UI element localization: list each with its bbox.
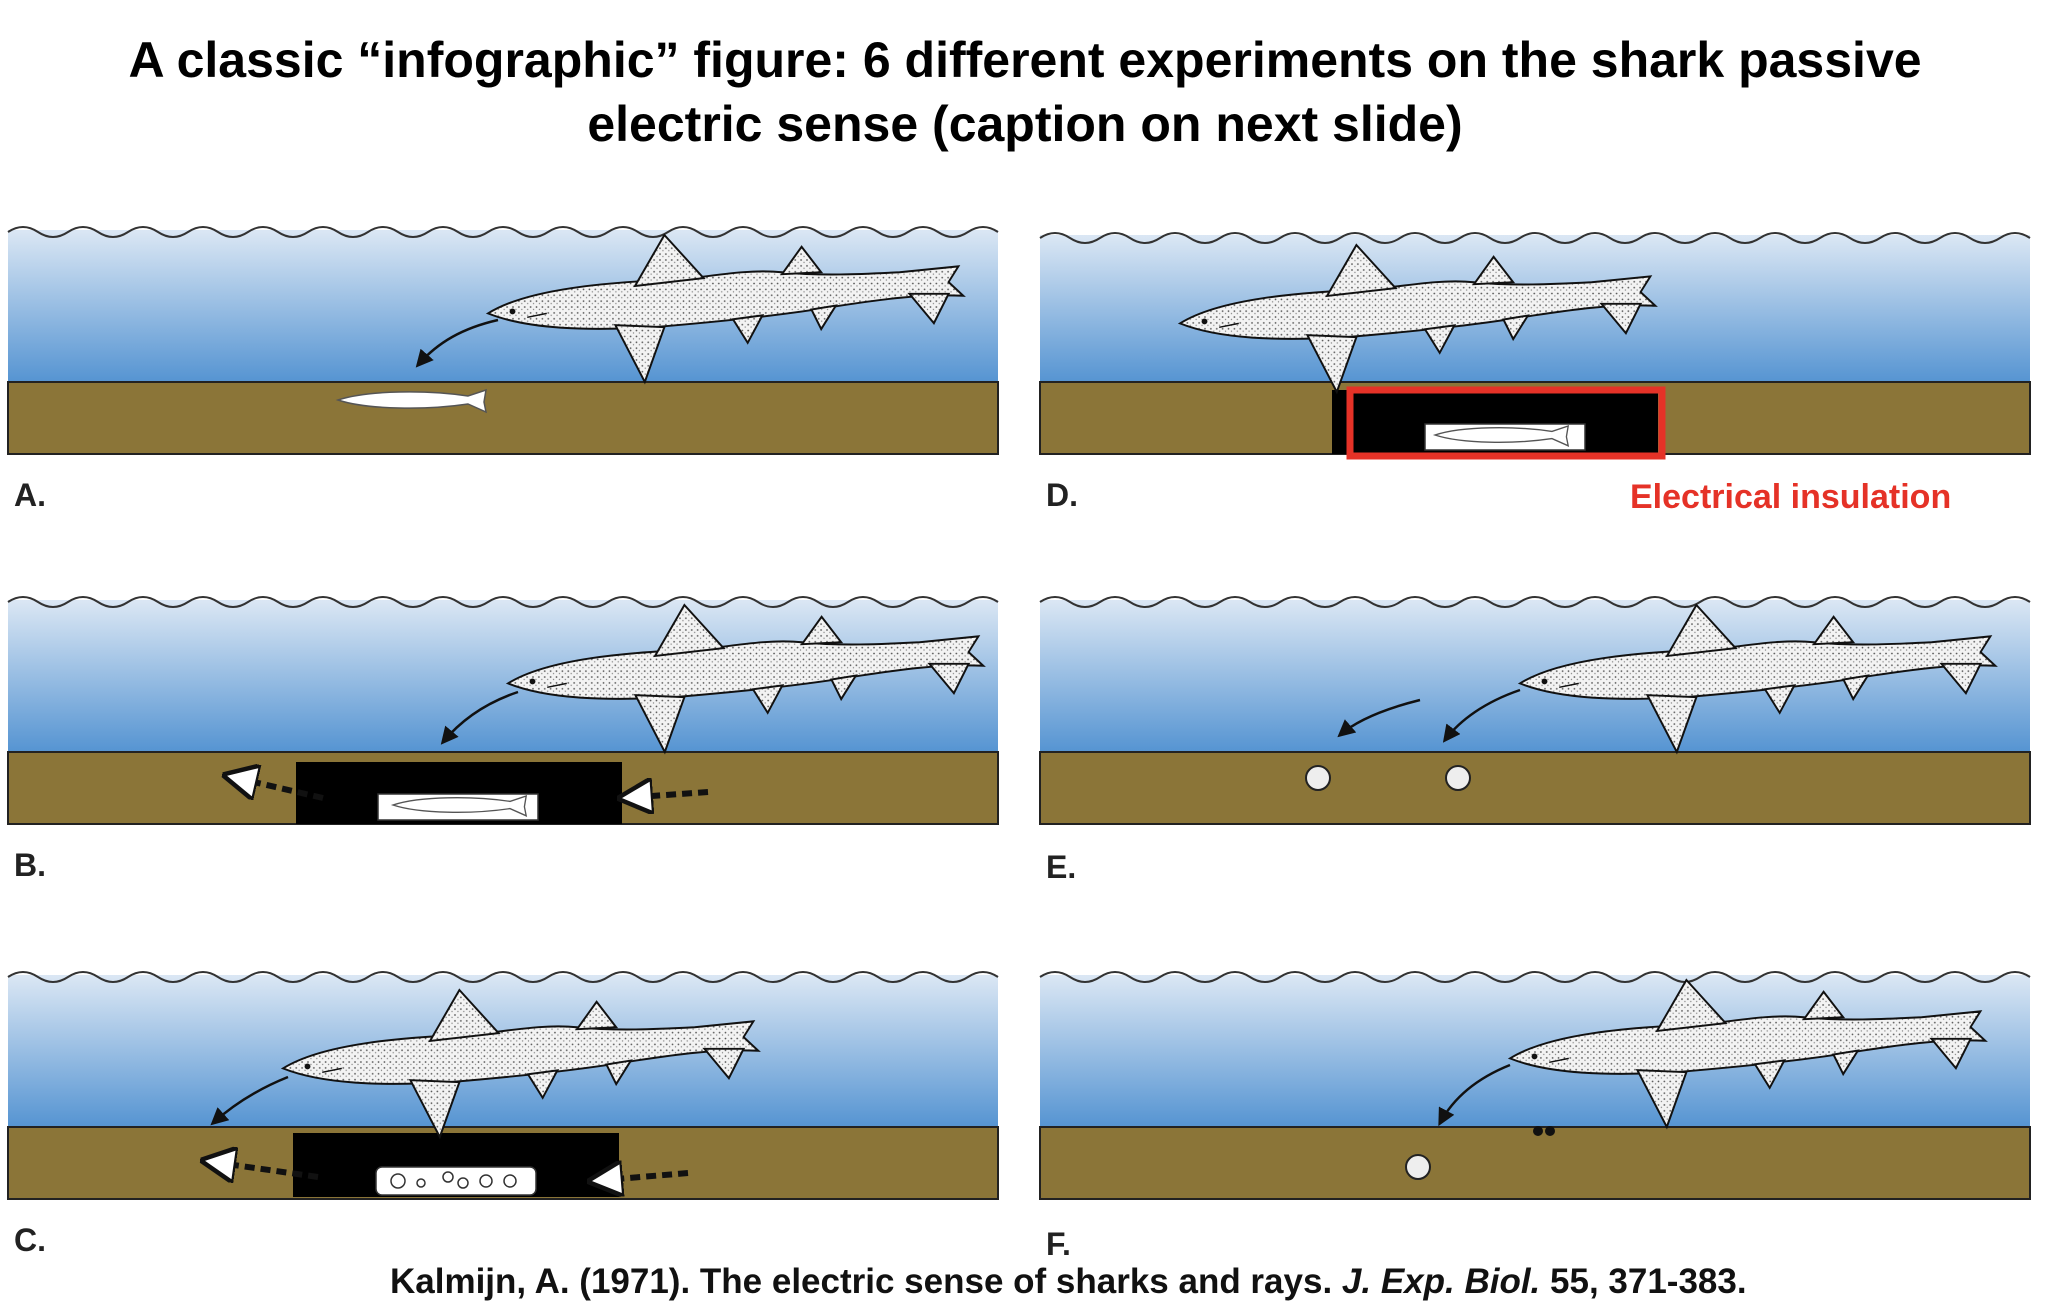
citation: Kalmijn, A. (1971). The electric sense o…	[390, 1262, 1747, 1302]
panel-b-scene	[7, 596, 999, 825]
panel-c-scene	[7, 971, 999, 1200]
citation-journal: J. Exp. Biol.	[1341, 1262, 1541, 1301]
panel-c: C.	[7, 955, 999, 1257]
electrode	[1305, 765, 1331, 791]
attack-arrow	[415, 318, 499, 368]
electrode	[1405, 1154, 1431, 1180]
water-flow-in-arrow	[623, 792, 709, 798]
fish-piece	[479, 1174, 493, 1188]
sand-floor	[7, 381, 999, 455]
panel-label-f: F.	[1046, 1226, 1071, 1262]
fish-piece	[503, 1174, 517, 1188]
panel-label-a: A.	[14, 477, 46, 513]
panel-label-e: E.	[1046, 849, 1077, 885]
fish-piece	[390, 1173, 406, 1189]
water-surface	[7, 596, 999, 608]
panel-d: D.	[1039, 210, 2031, 512]
panel-d-scene	[1039, 232, 2031, 460]
panel-label-b: B.	[14, 847, 46, 883]
water-flow-out-arrow	[228, 776, 324, 801]
panel-f: F.	[1039, 955, 2031, 1261]
avoid-arrow	[1337, 698, 1421, 738]
fish-piece	[416, 1178, 426, 1188]
citation-suffix: 55, 371-383.	[1550, 1262, 1747, 1301]
slide-title: A classic “infographic” figure: 6 differ…	[0, 28, 2050, 156]
water-surface	[1039, 971, 2031, 983]
panel-a: A.	[7, 210, 999, 512]
fish-piece	[457, 1177, 469, 1189]
water-flow-out-arrow	[206, 1161, 319, 1177]
electrode	[1445, 765, 1471, 791]
panel-f-scene	[1039, 971, 2031, 1200]
fish-piece	[442, 1171, 454, 1183]
food-particle	[1533, 1126, 1543, 1136]
sand-floor	[1039, 1126, 2031, 1200]
water-surface	[1039, 596, 2031, 608]
panel-label-c: C.	[14, 1222, 46, 1258]
panel-label-d: D.	[1046, 477, 1078, 513]
panel-b: B.	[7, 580, 999, 882]
attack-arrow	[1442, 688, 1521, 743]
attack-arrow	[1438, 1063, 1511, 1127]
citation-prefix: Kalmijn, A. (1971). The electric sense o…	[390, 1262, 1333, 1301]
panel-e-scene	[1039, 596, 2031, 825]
slide-title-line-2: electric sense (caption on next slide)	[587, 96, 1463, 152]
panel-a-scene	[7, 226, 999, 455]
attack-arrow	[440, 690, 519, 745]
insulation-highlight-box	[1346, 386, 1666, 460]
water-surface	[1039, 232, 2031, 244]
panel-e: E.	[1039, 580, 2031, 884]
chamber-window	[375, 1166, 537, 1196]
water-surface	[7, 971, 999, 983]
water-surface	[7, 226, 999, 238]
attack-arrow	[210, 1075, 289, 1126]
food-particle	[1545, 1126, 1555, 1136]
slide-title-line-1: A classic “infographic” figure: 6 differ…	[128, 32, 1922, 88]
electrical-insulation-label: Electrical insulation	[1630, 478, 1952, 516]
sand-floor	[1039, 751, 2031, 825]
